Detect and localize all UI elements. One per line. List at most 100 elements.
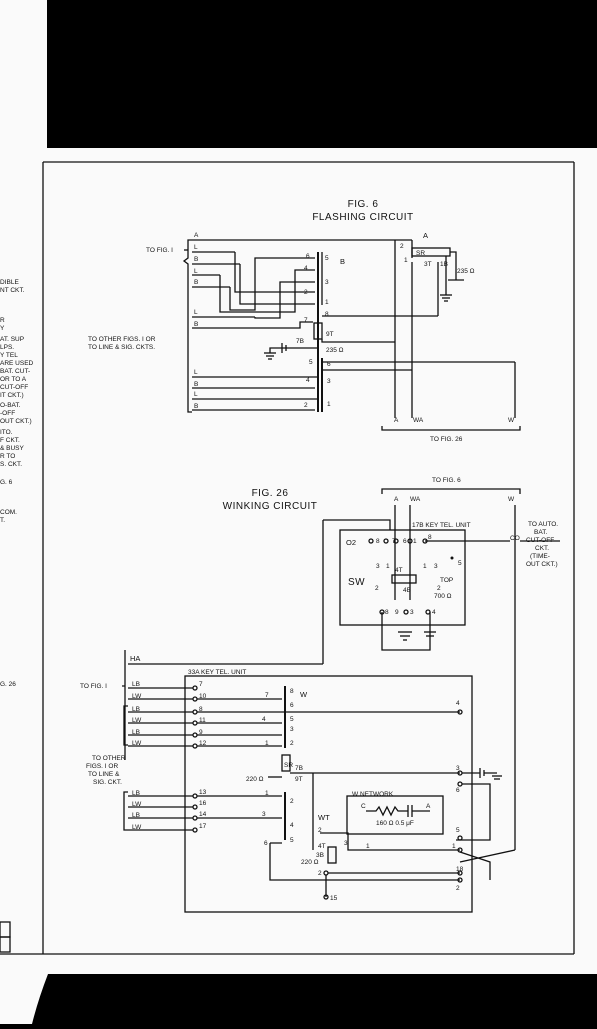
frag-18: R TO <box>0 453 15 460</box>
svg-text:2: 2 <box>375 585 379 592</box>
frag-16: F CKT. <box>0 437 20 444</box>
relay-B-label: B <box>340 257 345 266</box>
fig26-15: 15 <box>330 895 338 902</box>
relay-W-label: W <box>300 690 308 699</box>
svg-text:LW: LW <box>132 717 142 724</box>
frag-22: T. <box>0 517 5 524</box>
fig26-3B: 3B <box>316 852 324 859</box>
fig6-235: 235 Ω <box>457 268 475 275</box>
svg-text:10: 10 <box>199 693 207 700</box>
fig26-33a-label: 33A KEY TEL. UNIT <box>188 669 246 676</box>
fig26-other-3: TO LINE & <box>88 771 120 778</box>
svg-text:13: 13 <box>199 789 207 796</box>
fig6-bottom-brace <box>381 426 521 431</box>
fig6-1B: 1B <box>440 261 448 268</box>
fig26-w-network: W NETWORK <box>352 791 394 798</box>
svg-text:LB: LB <box>132 706 140 713</box>
svg-text:1: 1 <box>413 538 417 545</box>
fig26-to-auto-2: BAT. <box>534 529 547 536</box>
fig26-term-15 <box>323 894 329 900</box>
fig26-to-fig1: TO FIG. I <box>80 683 107 690</box>
svg-text:8: 8 <box>376 538 380 545</box>
fig6-bot-A: A <box>394 417 399 424</box>
fig26-sw-coil <box>391 574 417 584</box>
left-fragments: DIBLE NT CKT. R Y AT. SUP LPS. Y TEL ARE… <box>0 279 34 688</box>
relay-WT-label: WT <box>318 813 330 822</box>
svg-text:LW: LW <box>132 740 142 747</box>
paper-sheet <box>0 148 597 974</box>
paper-bottom-left <box>0 974 48 1024</box>
fig6-c5b: 5 <box>309 359 313 366</box>
frag-14: OUT CKT.) <box>0 418 32 425</box>
frag-5: LPS. <box>0 344 14 351</box>
fig6-to-fig1: TO FIG. I <box>146 247 173 254</box>
svg-text:4: 4 <box>456 700 460 707</box>
fig6-left-brace <box>182 239 192 413</box>
fig26-220a: 220 Ω <box>246 776 264 783</box>
fig6-A-res <box>448 251 464 281</box>
fig26-6-route <box>269 843 460 881</box>
fig26-18: 18 <box>456 866 464 873</box>
fig6-9T: 9T <box>326 331 334 338</box>
fig6-wire-B2: B <box>194 279 198 286</box>
fig26-to-auto-4: CKT. <box>535 545 549 552</box>
fig26-other-2: FIGS. I OR <box>86 763 118 770</box>
frag-6: Y TEL <box>0 352 18 359</box>
fig26-sw-loop <box>381 612 431 651</box>
relay-A-label: A <box>423 231 428 240</box>
svg-text:12: 12 <box>199 740 207 747</box>
svg-text:5: 5 <box>458 560 462 567</box>
frag-23: G. 26 <box>0 681 16 688</box>
fig26-other-1: TO OTHER <box>92 755 126 762</box>
fig26-term-2 <box>457 877 463 883</box>
fig26-WT-coil <box>327 846 337 864</box>
fig26-left-wires: LB LW LB LW LB LW LB LW LB LW <box>128 681 193 831</box>
svg-text:1: 1 <box>386 563 390 570</box>
fig26-term-5 <box>457 835 463 841</box>
frag-13: -OFF <box>0 410 15 417</box>
frag-19: S. CKT. <box>0 461 22 468</box>
fig6-cross-wire <box>280 321 313 329</box>
fig6-wire-B4: B <box>194 381 198 388</box>
fig6-c6: 6 <box>306 253 310 260</box>
fig6-bot-WA: WA <box>413 417 424 424</box>
fig26-dot <box>450 556 454 560</box>
fig26-SR-box <box>281 754 291 772</box>
fig6-cross-wire <box>234 252 315 293</box>
fig26-title: WINKING CIRCUIT <box>223 501 318 512</box>
fig26-ground-2 <box>424 631 436 637</box>
fig26-t1: 1 <box>452 843 456 850</box>
svg-text:9: 9 <box>199 729 203 736</box>
fig6-A-2: 2 <box>400 243 404 250</box>
fig26-net-a: A <box>426 803 431 810</box>
fig6-wire-B1: B <box>194 256 198 263</box>
fig6-wire-L1: L <box>194 244 198 251</box>
frag-0: DIBLE <box>0 279 19 286</box>
fig6-wire-L4: L <box>194 369 198 376</box>
fig26-term-6: 6 <box>456 787 460 794</box>
fig26-net-vals: 160 Ω 0.5 μF <box>376 820 414 827</box>
svg-text:6: 6 <box>403 538 407 545</box>
svg-text:1: 1 <box>265 740 269 747</box>
fig26-term-4 <box>457 709 463 715</box>
fig26-left-brace <box>122 650 126 760</box>
svg-text:3: 3 <box>410 609 414 616</box>
fig6-bot-W: W <box>508 417 515 424</box>
svg-text:3: 3 <box>290 726 294 733</box>
frag-11: IT CKT.) <box>0 392 24 399</box>
fig26-t5: 5 <box>456 827 460 834</box>
fig6-wire-L3: L <box>194 309 198 316</box>
svg-text:8: 8 <box>385 609 389 616</box>
fig26-to-auto-6: OUT CKT.) <box>526 561 558 568</box>
svg-text:LW: LW <box>132 824 142 831</box>
svg-text:16: 16 <box>199 800 207 807</box>
fig26-to-auto-1: TO AUTO. <box>528 521 558 528</box>
fig6-to-fig26: TO FIG. 26 <box>430 436 463 443</box>
fig26-SR: SR <box>284 762 293 769</box>
fig6-SR: SR <box>416 250 425 257</box>
fig6-cross-wire <box>239 264 315 305</box>
fig6-c5: 5 <box>325 255 329 262</box>
